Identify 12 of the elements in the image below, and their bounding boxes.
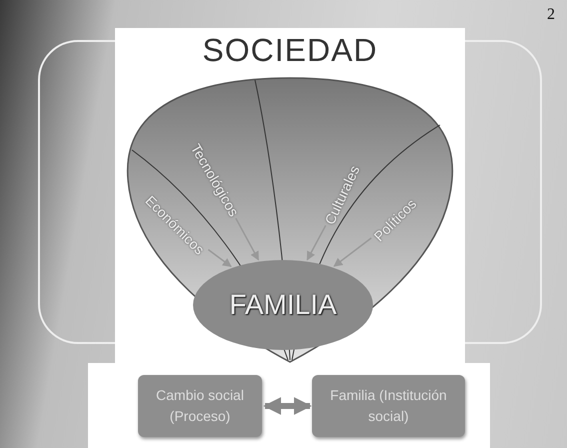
arrow	[235, 218, 260, 261]
arrow	[263, 397, 312, 415]
process-box	[138, 375, 262, 437]
node-text: Familia (Institución social)	[329, 386, 448, 426]
arrow	[208, 249, 232, 268]
process-box	[312, 375, 465, 437]
page-number: 2	[547, 6, 555, 24]
arrow	[306, 225, 326, 261]
diagram-heading: SOCIEDAD	[202, 32, 378, 69]
node-text: Cambio social (Proceso)	[155, 386, 245, 426]
node-text: FAMILIA	[229, 289, 337, 321]
arrow	[333, 237, 372, 267]
